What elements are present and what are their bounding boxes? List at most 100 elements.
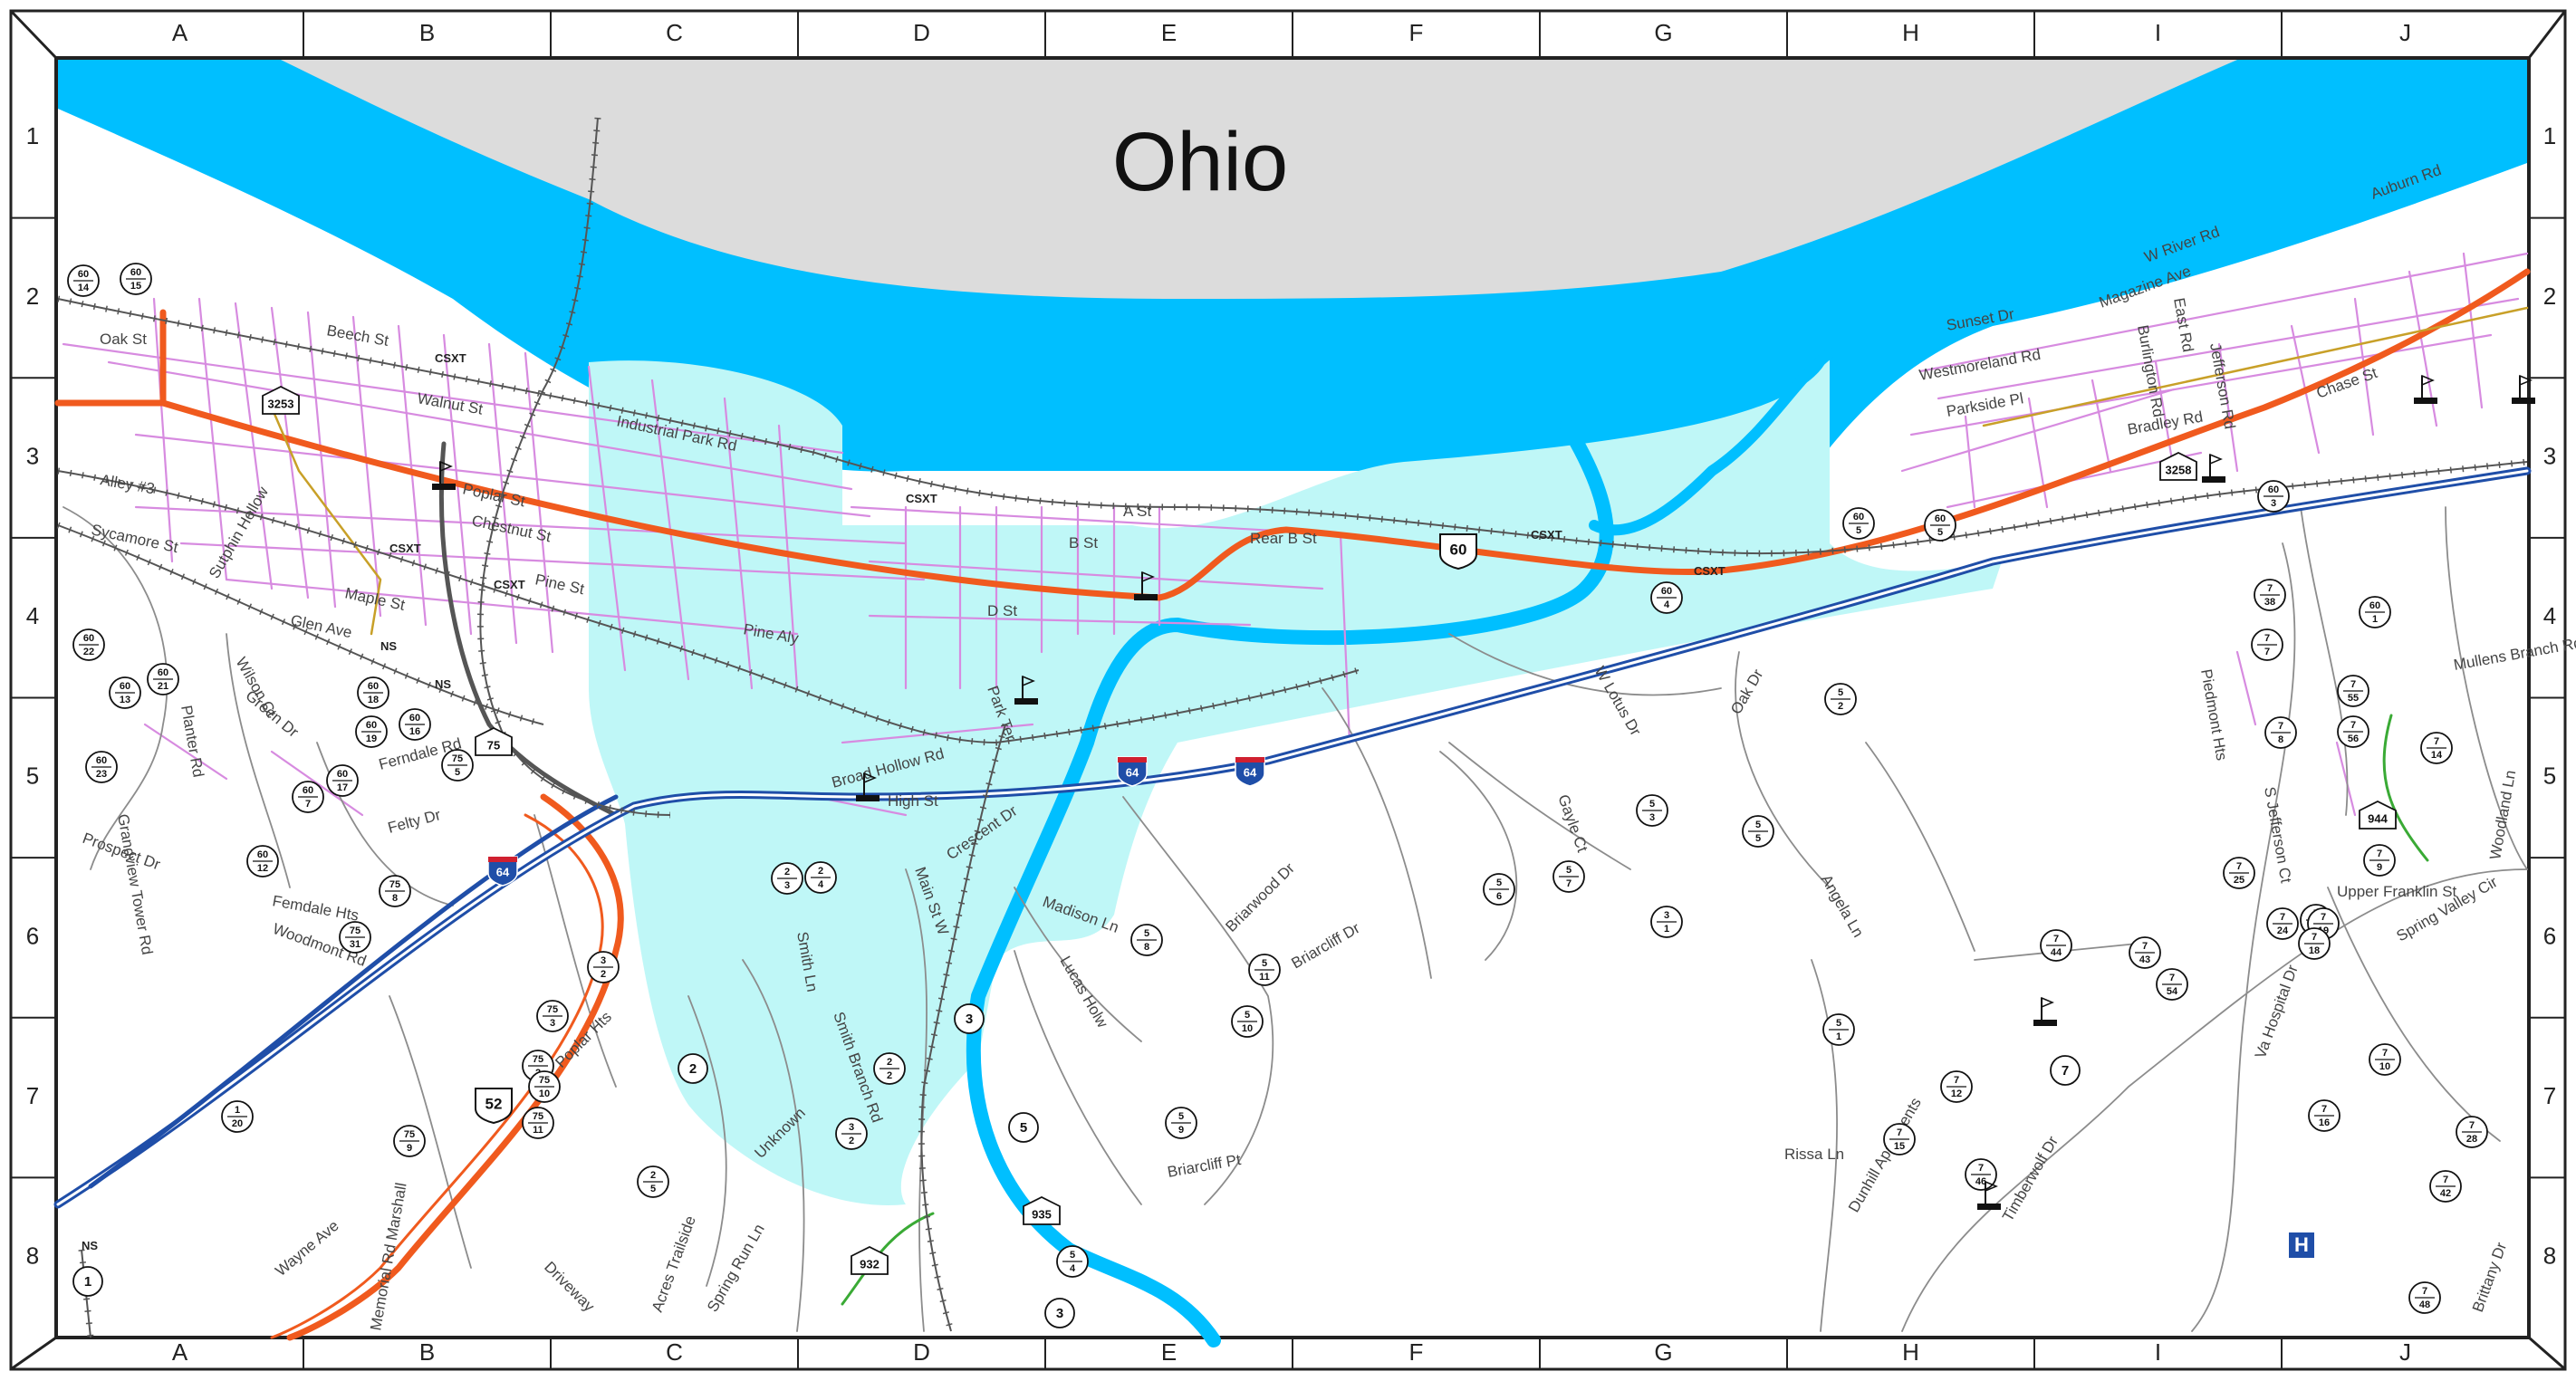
rural-road xyxy=(905,868,928,1332)
flag-cloth xyxy=(1022,675,1035,687)
shield-number: 3253 xyxy=(268,397,294,410)
shield-number-bottom: 16 xyxy=(409,726,420,737)
railroad-csxt xyxy=(57,298,2528,555)
railroad-ns xyxy=(57,524,544,725)
flag-cloth xyxy=(2421,374,2435,387)
shield-number-bottom: 7 xyxy=(1566,878,1572,889)
shield-number-bottom: 23 xyxy=(96,769,107,780)
route-shield-county-fraction: 714 xyxy=(2420,732,2453,764)
railroad-label: CSXT xyxy=(435,351,466,365)
shield-number-top: 5 xyxy=(1755,820,1761,830)
shield-number-bottom: 15 xyxy=(1894,1141,1905,1152)
shield-number-top: 3 xyxy=(849,1122,854,1133)
rural-road xyxy=(1322,687,1432,979)
local-street xyxy=(1937,297,2520,400)
shield-number-bottom: 12 xyxy=(257,863,268,874)
railroad-label: NS xyxy=(380,639,397,653)
points-of-interest: H xyxy=(432,374,2535,1258)
route-shield-county-fraction: 54 xyxy=(1056,1245,1089,1278)
shield-number-bottom: 5 xyxy=(455,767,460,778)
shield-number-top: 60 xyxy=(78,269,89,280)
interstate-shield-band xyxy=(488,857,517,862)
grid-row-label-right: 6 xyxy=(2543,922,2556,949)
grid-column-label-top: C xyxy=(666,19,683,46)
shield-number-bottom: 4 xyxy=(818,879,824,890)
street-label: A St xyxy=(1123,503,1151,520)
rural-road xyxy=(1014,887,1142,1042)
route-shield-state: 935 xyxy=(1023,1195,1061,1225)
shield-number-bottom: 10 xyxy=(2379,1061,2390,1072)
shield-number-top: 7 xyxy=(2422,1286,2427,1297)
route-shield-county: 2 xyxy=(678,1053,708,1084)
shield-number-bottom: 5 xyxy=(1937,527,1943,538)
flag-icon xyxy=(856,772,879,801)
shield-number-bottom: 10 xyxy=(1242,1023,1253,1034)
shield-number-bottom: 7 xyxy=(2264,647,2270,657)
shield-number-top: 60 xyxy=(2369,600,2380,611)
shield-number-top: 7 xyxy=(2350,720,2356,731)
rural-road xyxy=(1439,751,1518,961)
state-route-3258 xyxy=(1982,306,2529,427)
shield-number-bottom: 43 xyxy=(2139,954,2150,965)
route-shield-county-fraction: 748 xyxy=(2408,1281,2441,1314)
route-shield-county-fraction: 601 xyxy=(2359,596,2391,628)
shield-number: 64 xyxy=(496,865,510,878)
state-route-3253 xyxy=(270,406,382,636)
railroad-label: NS xyxy=(82,1239,98,1252)
route-shields: 6464646052753253325893293594412335760146… xyxy=(67,263,2488,1328)
local-street xyxy=(2235,650,2257,726)
rural-road xyxy=(1901,868,2528,1332)
grid-column-label-top: A xyxy=(172,19,188,46)
route-shield-interstate: 64 xyxy=(487,856,518,887)
street-label: Rissa Ln xyxy=(1784,1146,1844,1163)
railroad-layer xyxy=(56,117,2528,1338)
shield-number-top: 7 xyxy=(2382,1048,2388,1059)
shield-number-bottom: 2 xyxy=(849,1136,854,1146)
route-shield-county-fraction: 753 xyxy=(536,1000,569,1032)
route-shield-county-fraction: 744 xyxy=(2040,929,2072,962)
hospital-box xyxy=(2289,1232,2314,1258)
route-shield-state: 75 xyxy=(475,726,513,756)
shield-number-top: 60 xyxy=(1661,586,1672,597)
grid-column-label-bottom: B xyxy=(419,1338,435,1366)
railroad-csxt-2 xyxy=(57,470,1360,744)
shield-number-top: 2 xyxy=(818,866,823,877)
shield-number-top: 75 xyxy=(404,1129,415,1140)
shield-number-top: 75 xyxy=(452,753,463,764)
shield-number-bottom: 14 xyxy=(2431,750,2443,761)
shield-number-top: 75 xyxy=(533,1054,543,1065)
route-shield-county-fraction: 32 xyxy=(835,1117,868,1150)
local-street xyxy=(2091,379,2112,473)
shield-number-top: 60 xyxy=(1935,513,1946,524)
route-shield-county-fraction: 724 xyxy=(2266,907,2299,940)
grid-column-label-bottom: C xyxy=(666,1338,683,1366)
railroad-label: CSXT xyxy=(906,492,937,505)
state-route-shield-icon xyxy=(851,1245,889,1275)
route-shield-county-fraction: 742 xyxy=(2429,1170,2462,1203)
shield-number-bottom: 4 xyxy=(1664,599,1670,610)
flag-icon xyxy=(1977,1180,2001,1210)
shield-number-top: 5 xyxy=(1070,1250,1075,1261)
shield-number-top: 5 xyxy=(1245,1010,1250,1021)
shield-number-top: 7 xyxy=(2264,633,2270,644)
shield-number-bottom: 18 xyxy=(2309,945,2320,956)
shield-number: 935 xyxy=(1032,1207,1052,1221)
shield-number-top: 5 xyxy=(1144,928,1149,939)
local-street xyxy=(1339,532,1351,744)
shield-number-bottom: 5 xyxy=(1755,833,1761,844)
grid-column-label-top: H xyxy=(1902,19,1919,46)
rural-road xyxy=(742,959,805,1332)
route-shield-county-fraction: 57 xyxy=(1552,860,1585,893)
flag-icon xyxy=(2033,996,2057,1026)
shield-number-bottom: 14 xyxy=(78,283,90,293)
grid-column-label-top: F xyxy=(1409,19,1424,46)
shield-number: 75 xyxy=(487,738,500,752)
grid-column-label-top: B xyxy=(419,19,435,46)
shield-number: 932 xyxy=(860,1257,879,1271)
